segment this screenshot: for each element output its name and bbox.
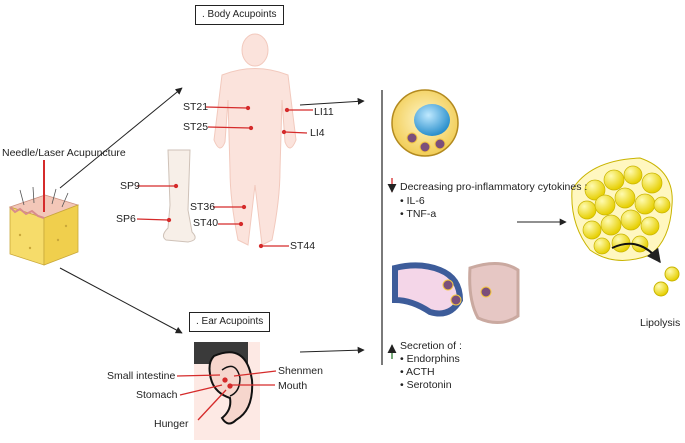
ear-point-small-intestine: Small intestine bbox=[107, 370, 176, 382]
secretion-heading: Secretion of : bbox=[400, 340, 462, 352]
body-acupoints-title: . Body Acupoints bbox=[195, 5, 284, 25]
secretion-list: • Endorphins • ACTH • Serotonin bbox=[400, 353, 460, 392]
cytokines-list: • IL-6 • TNF-a bbox=[400, 195, 436, 221]
secretion-item: • ACTH bbox=[400, 366, 435, 378]
ear-point-stomach: Stomach bbox=[136, 389, 178, 401]
arrow-to-body bbox=[59, 87, 183, 189]
body-point-lines bbox=[136, 105, 313, 249]
cytokine-item: • IL-6 bbox=[400, 195, 425, 207]
arrow-body-to-effects bbox=[299, 97, 365, 106]
lipolysis-label: Lipolysis bbox=[640, 317, 681, 329]
point-li11: LI11 bbox=[314, 106, 334, 118]
cytokines-heading: Decreasing pro-inflammatory cytokines : bbox=[400, 181, 588, 193]
ear-point-lines bbox=[176, 370, 277, 421]
cytokine-item: • TNF-a bbox=[400, 208, 437, 220]
body-figure bbox=[213, 33, 297, 246]
needle-laser-label: Needle/Laser Acupuncture bbox=[2, 147, 126, 159]
secretion-item: • Endorphins bbox=[400, 353, 460, 365]
point-st25: ST25 bbox=[183, 121, 209, 133]
point-st21: ST21 bbox=[183, 101, 209, 113]
arrow-to-ear bbox=[59, 267, 183, 334]
point-sp9: SP9 bbox=[120, 180, 140, 192]
ear-point-mouth: Mouth bbox=[278, 380, 308, 392]
point-st44: ST44 bbox=[290, 240, 316, 252]
arrow-ear-to-effects bbox=[299, 346, 365, 354]
fat-tissue bbox=[571, 157, 680, 297]
point-sp6: SP6 bbox=[116, 213, 136, 225]
secretion-item: • Serotonin bbox=[400, 379, 452, 391]
leg-figure bbox=[162, 149, 196, 243]
ear-figure bbox=[194, 342, 260, 440]
synapse bbox=[392, 262, 520, 324]
skin-block bbox=[8, 186, 80, 266]
ear-point-hunger: Hunger bbox=[154, 418, 189, 430]
point-st40: ST40 bbox=[193, 217, 219, 229]
ear-acupoints-title: . Ear Acupoints bbox=[189, 312, 271, 332]
point-st36: ST36 bbox=[190, 201, 216, 213]
ear-point-shenmen: Shenmen bbox=[278, 365, 323, 377]
immune-cell bbox=[391, 89, 459, 157]
point-li4: LI4 bbox=[310, 127, 325, 139]
